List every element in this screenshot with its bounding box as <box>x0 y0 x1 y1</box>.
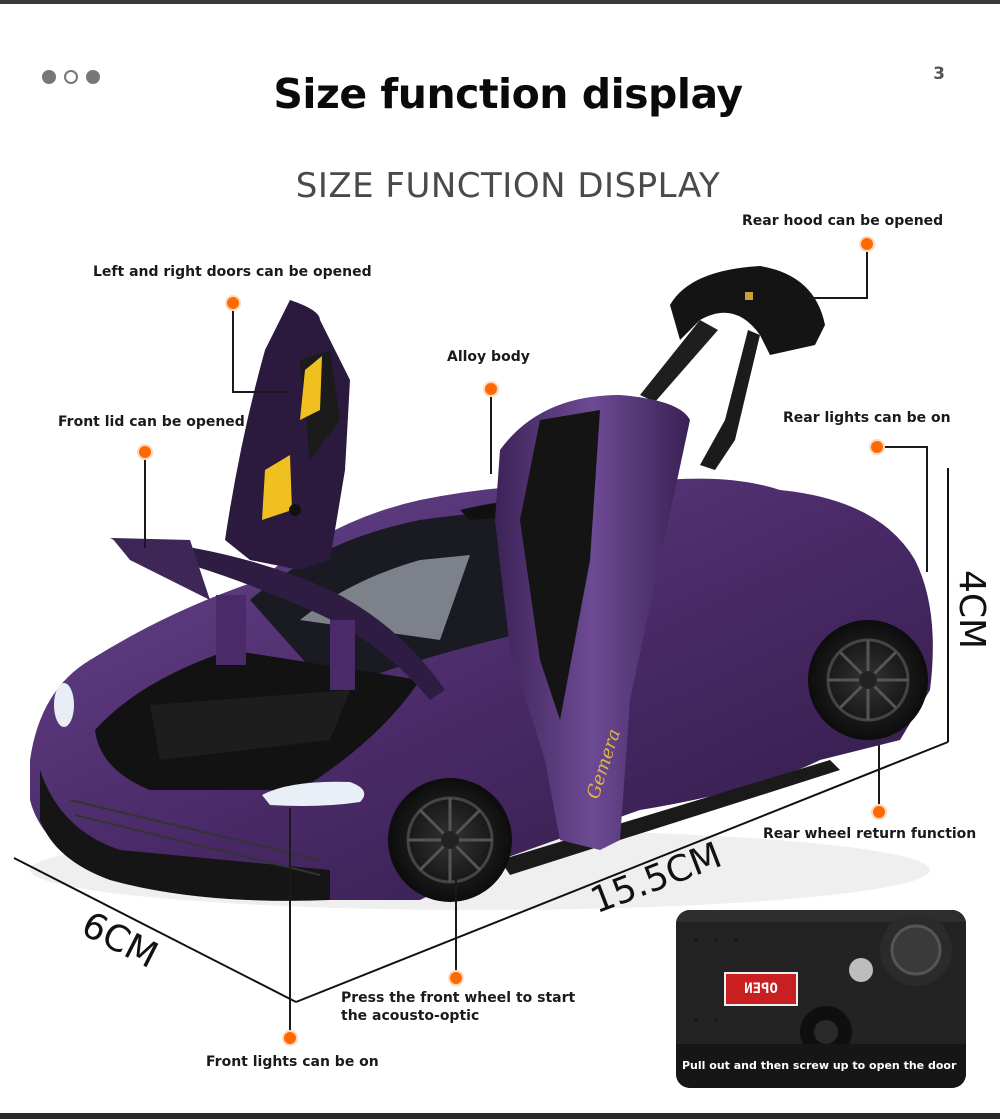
page-number: 3 <box>933 64 945 84</box>
callout-rear-hood: Rear hood can be opened <box>742 213 944 229</box>
page-subtitle: SIZE FUNCTION DISPLAY <box>295 166 721 206</box>
door-open-detail-inset: OPEN Pull out and then screw up to open … <box>676 910 966 1088</box>
pager-dot <box>86 70 100 84</box>
callout-front-lights: Front lights can be on <box>206 1054 379 1070</box>
callout-front-lid: Front lid can be opened <box>58 414 245 430</box>
length-dimension-line <box>295 741 949 1003</box>
pager-dots <box>42 70 100 84</box>
pager-dot <box>42 70 56 84</box>
inset-caption: Pull out and then screw up to open the d… <box>676 1044 966 1088</box>
callout-rear-wheel: Rear wheel return function <box>763 826 977 842</box>
top-border <box>0 0 1000 4</box>
callout-dots <box>137 236 887 1046</box>
open-tag: OPEN <box>724 972 798 1006</box>
page-title: Size function display <box>273 70 743 118</box>
door-latch-photo <box>676 910 966 1044</box>
dimension-height: 4CM <box>951 570 992 650</box>
callout-doors: Left and right doors can be opened <box>93 264 372 280</box>
bottom-border <box>0 1113 1000 1119</box>
callout-front-wheel: Press the front wheel to start the acous… <box>341 990 576 1024</box>
callout-rear-lights: Rear lights can be on <box>783 410 951 426</box>
width-dimension-line <box>13 857 297 1003</box>
pager-dot-active <box>64 70 78 84</box>
callout-alloy-body: Alloy body <box>447 349 530 365</box>
